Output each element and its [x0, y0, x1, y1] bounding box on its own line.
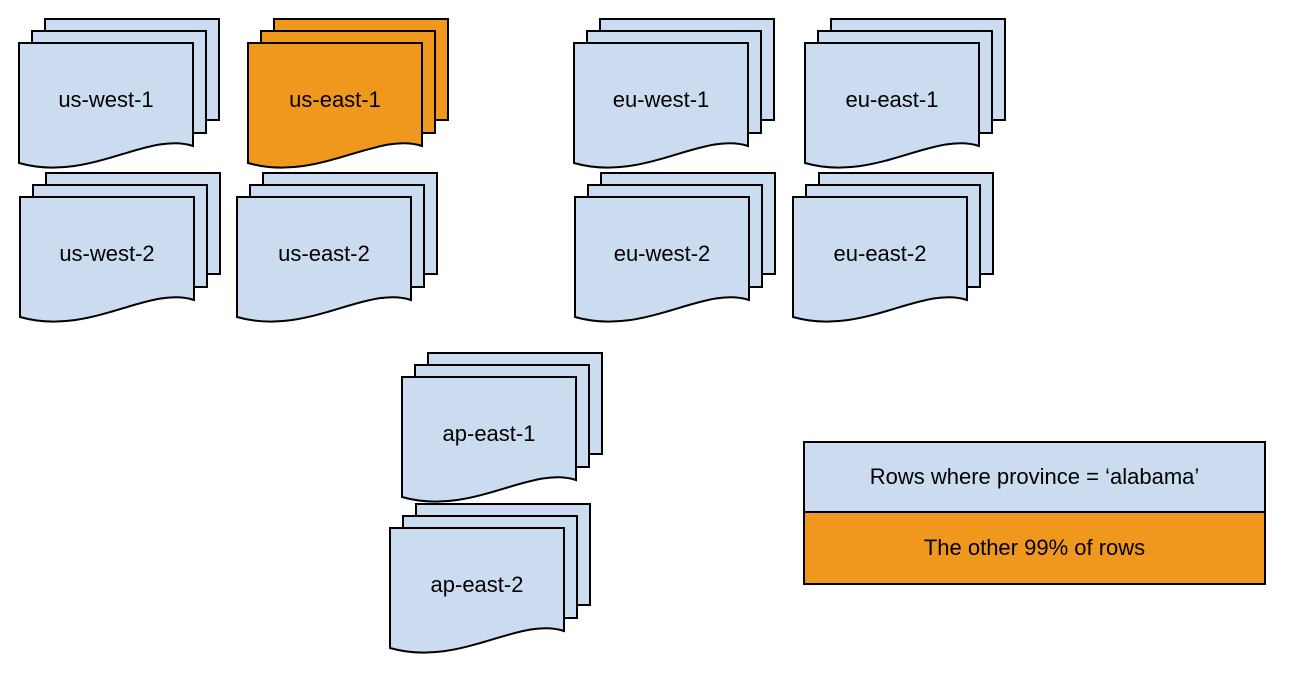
document-stack-icon: [247, 18, 449, 169]
document-stack: eu-east-2: [791, 171, 995, 329]
stack-label: us-west-1: [58, 87, 154, 112]
stack-label: eu-west-1: [612, 87, 710, 112]
stack-label: ap-east-1: [442, 421, 536, 446]
stack-label: ap-east-2: [430, 572, 524, 597]
front-document-icon: [792, 196, 968, 323]
legend-row: The other 99% of rows: [805, 513, 1264, 583]
document-stack-icon: [792, 172, 994, 323]
legend-row: Rows where province = ‘alabama’: [805, 443, 1264, 513]
document-stack: us-west-2: [18, 171, 222, 329]
front-document-icon: [389, 527, 565, 654]
front-document-icon: [573, 42, 749, 169]
front-document-icon: [804, 42, 980, 169]
front-document-icon: [18, 42, 194, 169]
document-stack-icon: [573, 18, 775, 169]
stack-label: eu-west-2: [613, 241, 711, 266]
document-stack-icon: [19, 172, 221, 323]
stack-label: us-west-2: [59, 241, 155, 266]
document-stack-icon: [574, 172, 776, 323]
legend-label: Rows where province = ‘alabama’: [869, 464, 1200, 489]
document-stack-icon: [18, 18, 220, 169]
front-document-icon: [247, 42, 423, 169]
document-stack-icon: [236, 172, 438, 323]
front-document-icon: [574, 196, 750, 323]
front-document-icon: [19, 196, 195, 323]
stack-label: us-east-2: [278, 241, 370, 266]
document-stack-icon: [804, 18, 1006, 169]
document-stack: eu-west-2: [573, 171, 777, 329]
stack-label: eu-east-1: [845, 87, 939, 112]
document-stack: eu-east-1: [803, 17, 1007, 175]
document-stack: us-east-2: [235, 171, 439, 329]
document-stack: ap-east-2: [388, 502, 592, 660]
document-stack: us-west-1: [17, 17, 221, 175]
front-document-icon: [401, 376, 577, 503]
stack-label: us-east-1: [289, 87, 381, 112]
document-stack: us-east-1: [246, 17, 450, 175]
document-stack: ap-east-1: [400, 351, 604, 509]
stack-label: eu-east-2: [833, 241, 927, 266]
document-stack-icon: [389, 503, 591, 654]
document-stack-icon: [401, 352, 603, 503]
legend-label: The other 99% of rows: [923, 535, 1146, 560]
document-stack: eu-west-1: [572, 17, 776, 175]
front-document-icon: [236, 196, 412, 323]
legend: Rows where province = ‘alabama’ The othe…: [803, 441, 1266, 585]
